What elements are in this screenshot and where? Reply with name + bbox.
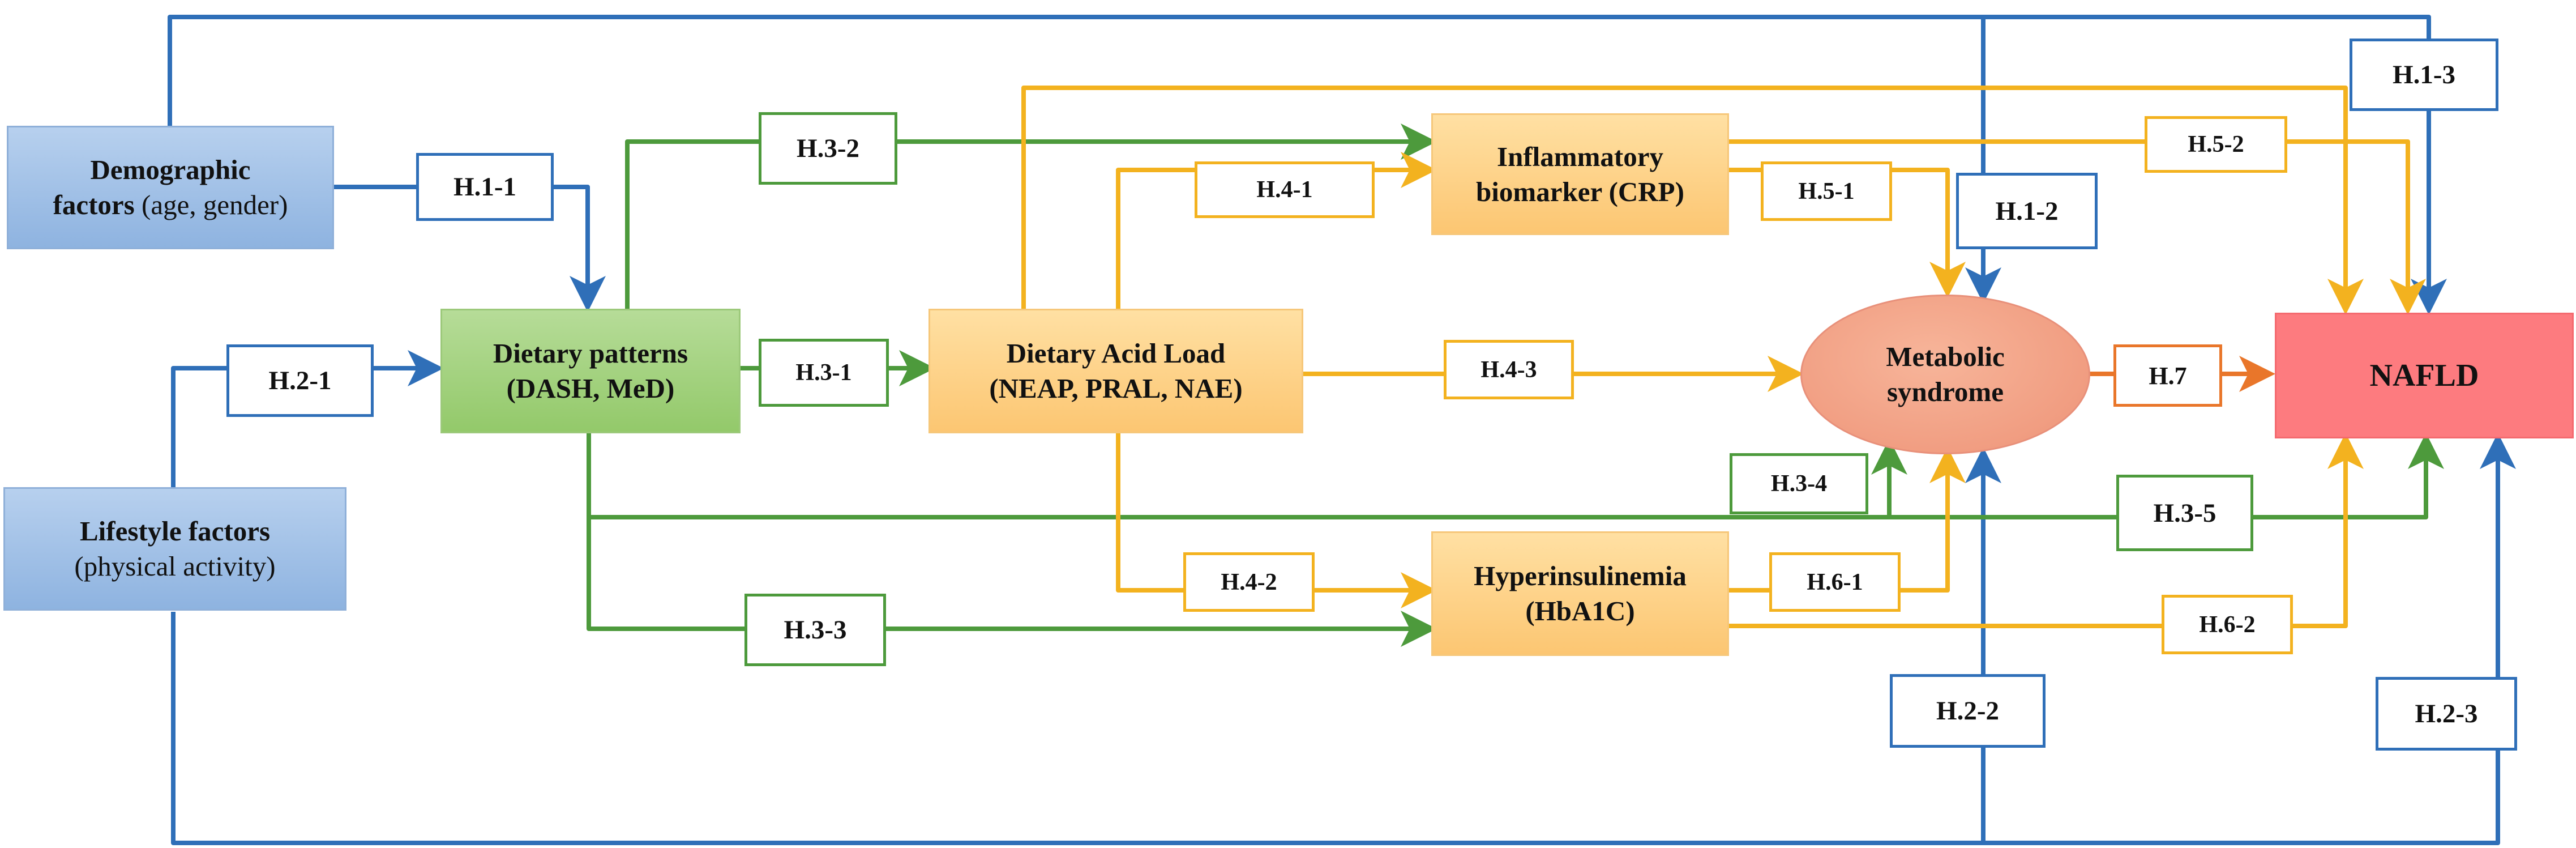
path-h3-2 (625, 123, 1437, 309)
node-dietary-patterns: Dietary patterns (DASH, MeD) (440, 309, 741, 433)
node-demographic-line2-bold: factors (53, 189, 135, 220)
node-hyperinsulinemia-line2: (HbA1C) (1525, 595, 1635, 627)
node-metabolic-syndrome: Metabolic syndrome (1800, 295, 2090, 454)
label-h3-2: H.3-2 (759, 112, 897, 185)
label-h2-3: H.2-3 (2376, 677, 2517, 751)
node-inflammatory-line2: biomarker (CRP) (1476, 176, 1684, 207)
label-h4-2: H.4-2 (1183, 552, 1315, 612)
node-inflammatory-line1: Inflammatory (1497, 140, 1663, 172)
path-h5-2 (1727, 139, 2426, 315)
node-inflammatory: Inflammatory biomarker (CRP) (1431, 113, 1729, 235)
node-demographic-line1: Demographic (90, 154, 251, 185)
node-lifestyle-line1: Lifestyle factors (79, 515, 271, 547)
node-metabolic-line1: Metabolic (1886, 341, 2005, 372)
node-dietary-patterns-line1: Dietary patterns (493, 338, 688, 369)
path-h6-2 (1727, 433, 2364, 628)
node-hyperinsulinemia: Hyperinsulinemia (HbA1C) (1431, 531, 1729, 656)
node-dietary-acid-load-line2: (NEAP, PRAL, NAE) (989, 373, 1243, 404)
node-lifestyle: Lifestyle factors (physical activity) (3, 487, 346, 611)
node-nafld-label: NAFLD (2369, 358, 2479, 393)
label-h7: H.7 (2113, 344, 2222, 407)
label-h2-2: H.2-2 (1890, 674, 2046, 748)
label-h1-2: H.1-2 (1956, 173, 2098, 249)
path-dal-top (1021, 86, 2364, 315)
node-dietary-acid-load: Dietary Acid Load (NEAP, PRAL, NAE) (928, 309, 1303, 433)
label-h5-1: H.5-1 (1761, 161, 1892, 221)
label-h1-3: H.1-3 (2350, 39, 2498, 111)
label-h3-4: H.3-4 (1730, 453, 1868, 514)
label-h3-3: H.3-3 (744, 594, 886, 666)
label-h1-1: H.1-1 (416, 153, 554, 221)
path-h3-5 (587, 433, 2444, 519)
label-h6-1: H.6-1 (1769, 552, 1901, 612)
label-h2-1: H.2-1 (226, 344, 374, 417)
label-h4-1: H.4-1 (1195, 161, 1375, 218)
node-dietary-acid-load-line1: Dietary Acid Load (1006, 338, 1226, 369)
node-hyperinsulinemia-line1: Hyperinsulinemia (1474, 560, 1687, 591)
label-h5-2: H.5-2 (2145, 116, 2287, 173)
path-h3-3 (587, 517, 1437, 647)
node-nafld: NAFLD (2275, 313, 2574, 438)
node-demographic-line2-rest: (age, gender) (134, 189, 288, 220)
node-metabolic-line2: syndrome (1886, 376, 2004, 407)
label-h4-3: H.4-3 (1444, 340, 1574, 399)
path-lifestyle-bottom (171, 433, 2516, 845)
label-h3-5: H.3-5 (2116, 475, 2253, 551)
node-lifestyle-line2: (physical activity) (74, 551, 276, 582)
path-h4-2 (1116, 433, 1437, 608)
label-h3-1: H.3-1 (759, 339, 889, 407)
node-demographic: Demographic factors (age, gender) (7, 126, 334, 249)
label-h6-2: H.6-2 (2162, 595, 2293, 654)
node-dietary-patterns-line2: (DASH, MeD) (506, 373, 675, 404)
path-h1-3 (168, 15, 2447, 315)
